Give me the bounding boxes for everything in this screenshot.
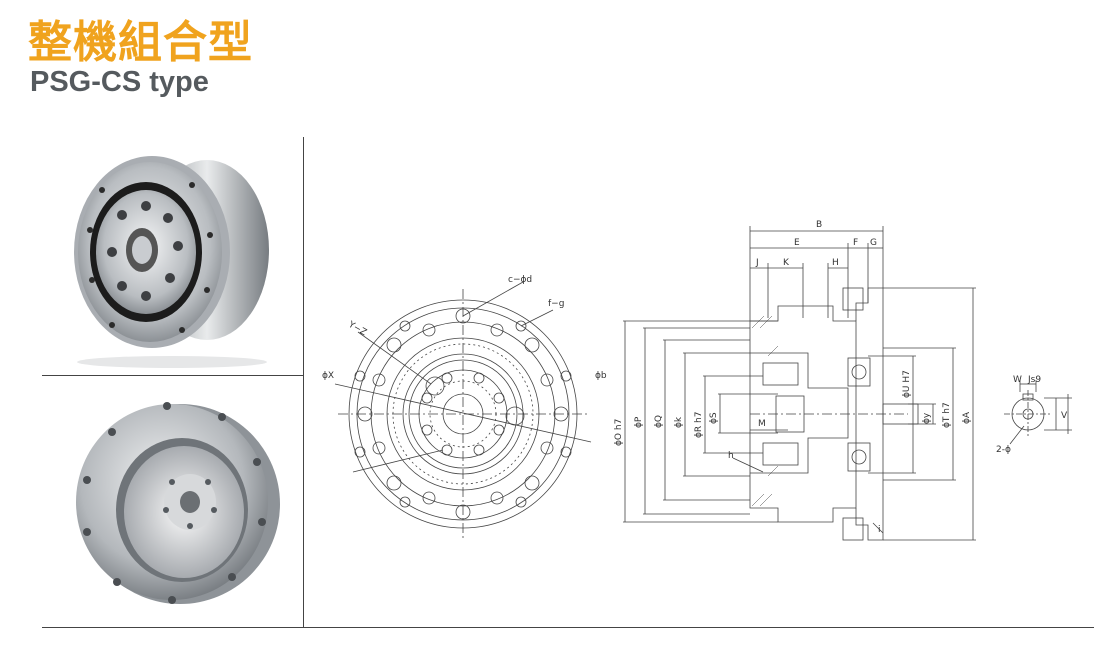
label-Q: ϕQ [654,415,664,428]
label-T: ϕT h7 [942,402,952,428]
label-S: ϕS [709,412,719,424]
label-H: H [832,258,839,268]
label-U: ϕU H7 [902,370,912,398]
label-R: ϕR h7 [694,412,704,438]
label-V: V [1061,411,1068,421]
section-view [623,226,976,541]
label-E: E [794,238,800,248]
label-b: ϕb [595,371,607,381]
label-G: G [870,238,877,248]
product-photo-front [42,140,302,370]
page-title-en: PSG-CS type [30,66,209,98]
label-K: K [783,258,790,268]
page-title-cn: 整機組合型 [28,17,253,68]
label-F: F [853,238,858,248]
product-photo-rear [42,392,302,622]
label-Js9: Js9 [1027,375,1041,385]
label-i: i [878,525,881,535]
photo-divider [42,375,304,376]
label-B: B [816,220,822,230]
label-fg: f−g [548,299,564,309]
label-O: ϕO h7 [614,419,624,446]
label-J: J [755,258,759,268]
label-A: ϕA [962,411,972,424]
label-P: ϕP [634,416,644,428]
label-M: M [758,419,766,429]
label-yz: Y−Z [346,319,369,338]
label-y: ϕy [922,412,932,424]
label-h: h [728,451,734,461]
label-W: W [1013,375,1022,385]
label-x: ϕX [322,371,334,381]
label-2phi: 2-ϕ [996,445,1011,455]
vertical-divider [303,137,304,627]
technical-drawing: c−ϕd f−g Y−Z ϕX ϕb B E F G J K H ϕO h7 ϕ… [322,220,1072,541]
label-cd: c−ϕd [508,275,532,285]
label-k: ϕk [674,416,684,428]
front-view [334,281,592,539]
shaft-end-view [1004,380,1072,445]
bottom-rule [42,627,1094,628]
